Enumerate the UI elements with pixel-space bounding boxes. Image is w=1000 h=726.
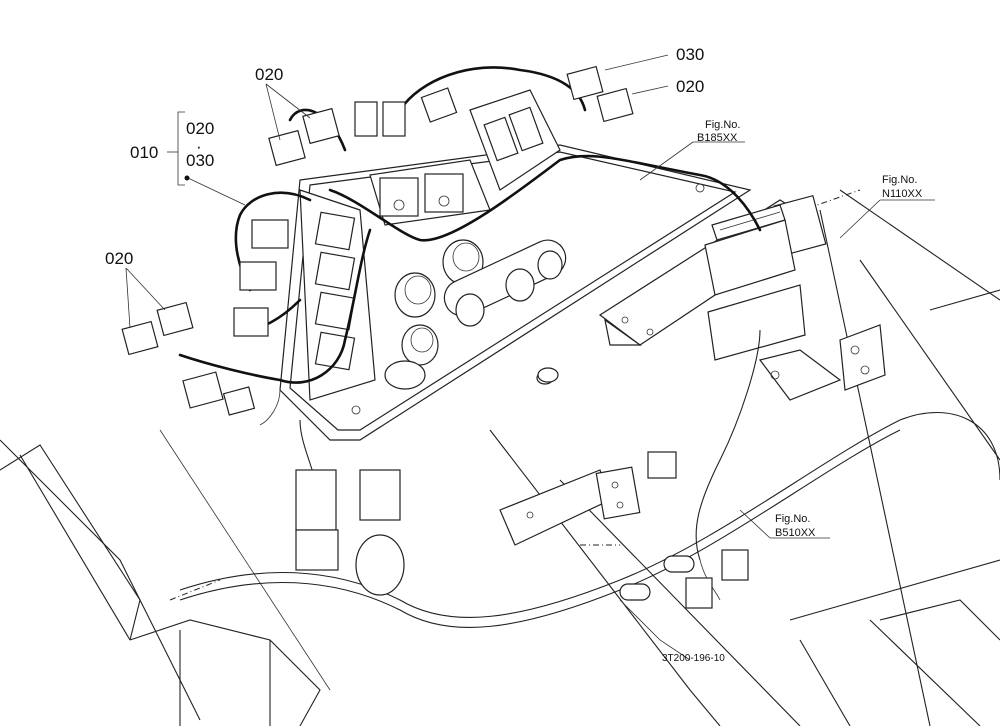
connector-icon bbox=[704, 204, 806, 361]
callout-020-upper-left: 020 bbox=[255, 65, 283, 84]
fig-ref-b510-prefix: Fig.No. bbox=[775, 513, 810, 525]
fig-ref-n110-number: N110XX bbox=[882, 188, 923, 200]
callout-group-dot: · bbox=[196, 137, 202, 156]
callout-030-top-right: 030 bbox=[676, 45, 704, 64]
callout-020-top-right: 020 bbox=[676, 77, 704, 96]
drawing-code: 3T200-196-10 bbox=[662, 653, 725, 664]
callout-labels: 030 020 020 010 020 · 030 020 bbox=[105, 45, 704, 268]
callout-030-group: 030 bbox=[186, 151, 214, 170]
fig-ref-b185-prefix: Fig.No. bbox=[705, 119, 740, 131]
callout-leaders bbox=[125, 54, 935, 539]
right-brackets bbox=[499, 194, 886, 546]
wiring-harness-diagram bbox=[178, 66, 1000, 628]
callout-010-group: 010 bbox=[130, 143, 158, 162]
background-structure bbox=[0, 189, 1000, 726]
callout-020-lower-left: 020 bbox=[105, 249, 133, 268]
connectors bbox=[121, 65, 749, 609]
fig-ref-b510-number: B510XX bbox=[775, 527, 816, 539]
figure-references: Fig.No. B185XX Fig.No. N110XX Fig.No. B5… bbox=[697, 119, 923, 539]
fig-ref-n110-prefix: Fig.No. bbox=[882, 174, 917, 186]
callout-020-group: 020 bbox=[186, 119, 214, 138]
instrument-panel bbox=[279, 89, 752, 441]
fig-ref-b185-number: B185XX bbox=[697, 132, 738, 144]
